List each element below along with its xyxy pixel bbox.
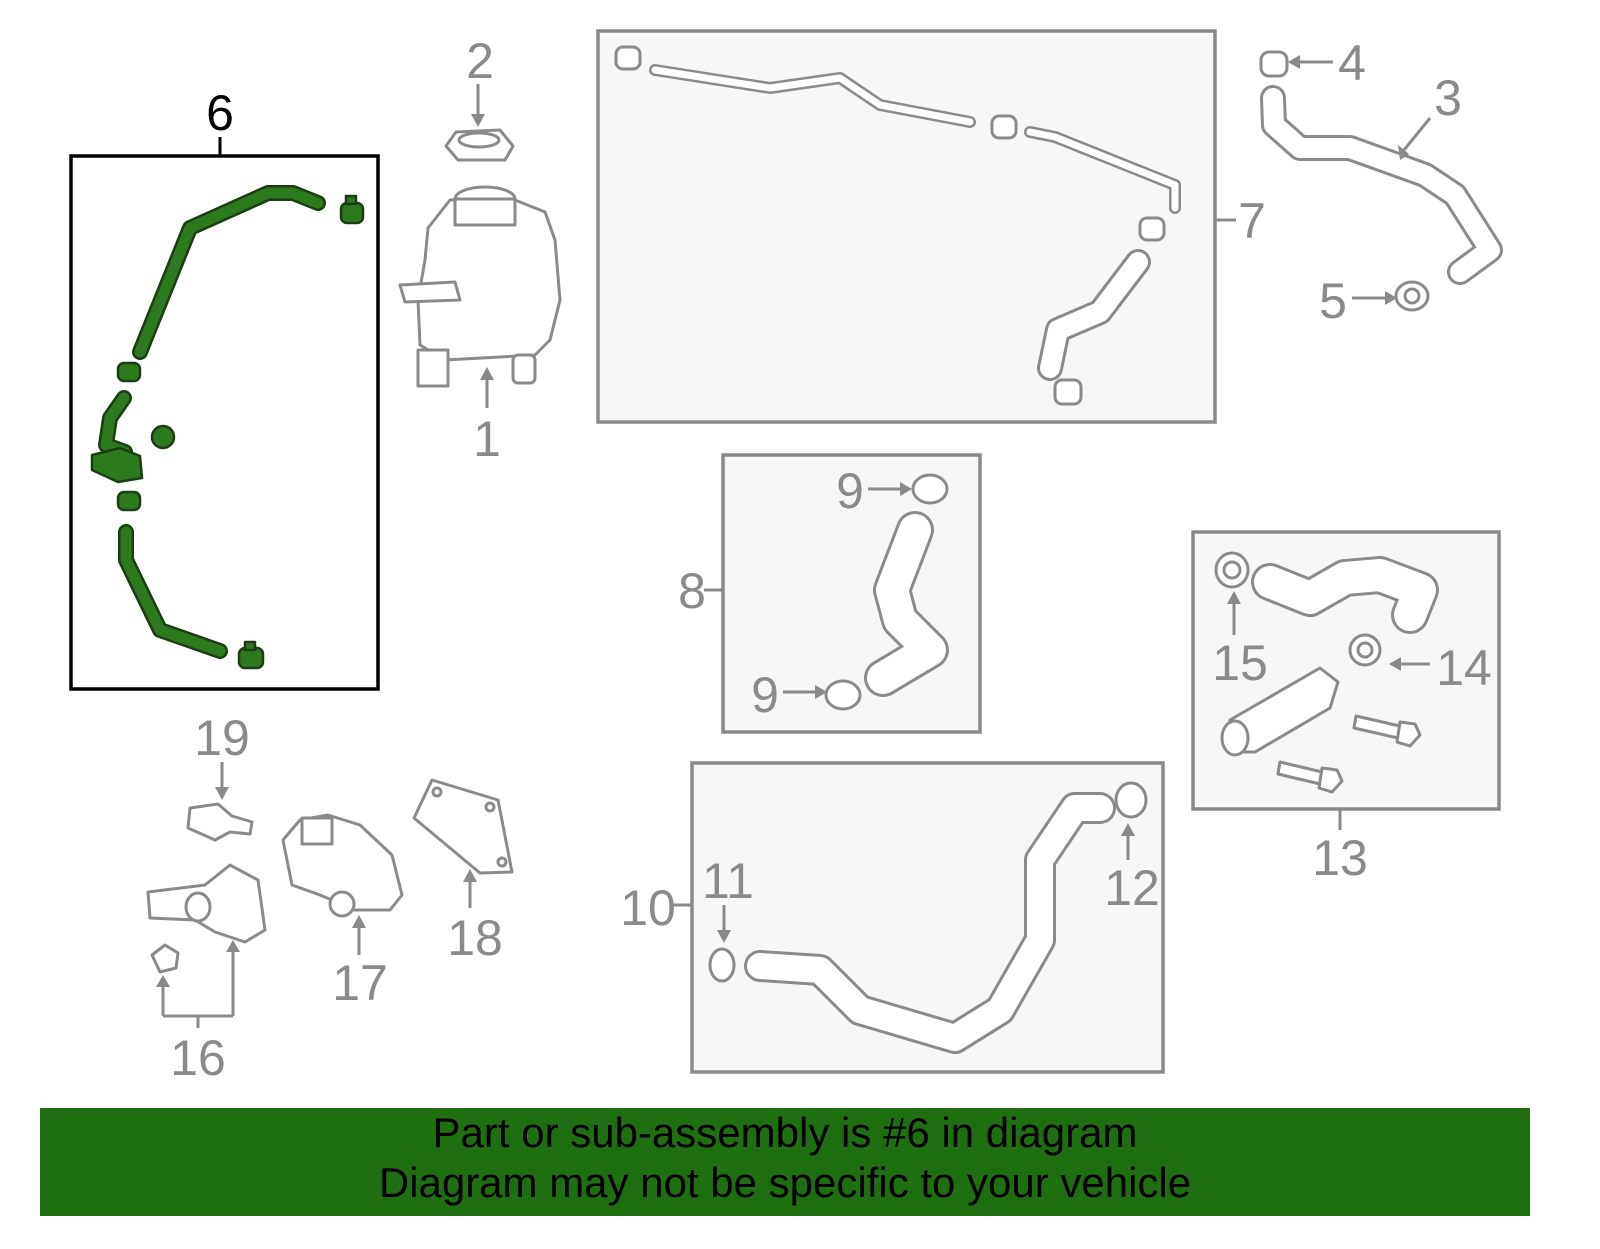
callout-9-top: 9 (836, 463, 864, 519)
part-1-reservoir[interactable]: 1 (398, 185, 562, 467)
part-6-upper-clamp (339, 194, 365, 225)
part-6-box (69, 154, 380, 691)
callout-10: 10 (620, 880, 676, 936)
part-16-housing[interactable]: 16 (146, 863, 267, 1086)
part-19-sensor[interactable]: 19 (186, 710, 254, 842)
callout-8: 8 (678, 563, 706, 619)
callout-7: 7 (1238, 193, 1266, 249)
callout-4: 4 (1338, 35, 1366, 91)
callout-15: 15 (1212, 635, 1268, 691)
callout-1: 1 (473, 411, 501, 467)
callout-13: 13 (1312, 830, 1368, 886)
callout-12: 12 (1104, 860, 1160, 916)
banner-line-1: Part or sub-assembly is #6 in diagram (432, 1109, 1138, 1156)
part-10-group[interactable]: 10 11 12 (620, 761, 1165, 1074)
callout-2: 2 (466, 33, 494, 89)
part-5-clamp[interactable]: 5 (1319, 273, 1430, 329)
part-4-clamp[interactable]: 4 (1259, 35, 1366, 91)
info-banner: Part or sub-assembly is #6 in diagram Di… (40, 1108, 1530, 1216)
callout-14: 14 (1436, 640, 1492, 696)
part-6-valve-bracket (90, 446, 144, 484)
part-8-group[interactable]: 8 9 9 (678, 453, 982, 734)
part-6-mid-clamp-1 (116, 361, 142, 383)
part-17-pump[interactable]: 17 (281, 813, 404, 1011)
callout-6: 6 (206, 85, 234, 141)
callout-11: 11 (702, 853, 754, 909)
part-7-group[interactable]: 7 (596, 29, 1266, 424)
part-6-mid-clamp-2 (116, 490, 142, 512)
part-2-cap[interactable]: 2 (444, 33, 515, 162)
part-6-group[interactable]: 6 (69, 85, 380, 691)
callout-9-bottom: 9 (751, 667, 779, 723)
part-6-lower-clamp (237, 640, 265, 670)
part-6-cap (150, 424, 176, 450)
part-7-box (596, 29, 1217, 424)
callout-5: 5 (1319, 273, 1347, 329)
part-13-group[interactable]: 13 15 14 (1191, 530, 1501, 886)
callout-17: 17 (332, 955, 388, 1011)
part-18-gasket[interactable]: 18 (412, 778, 514, 966)
banner-line-2: Diagram may not be specific to your vehi… (378, 1159, 1192, 1206)
callout-18: 18 (447, 910, 503, 966)
callout-3: 3 (1434, 70, 1462, 126)
part-3-hose[interactable]: 3 (1260, 70, 1503, 285)
callout-16: 16 (170, 1030, 226, 1086)
callout-19: 19 (194, 710, 250, 766)
